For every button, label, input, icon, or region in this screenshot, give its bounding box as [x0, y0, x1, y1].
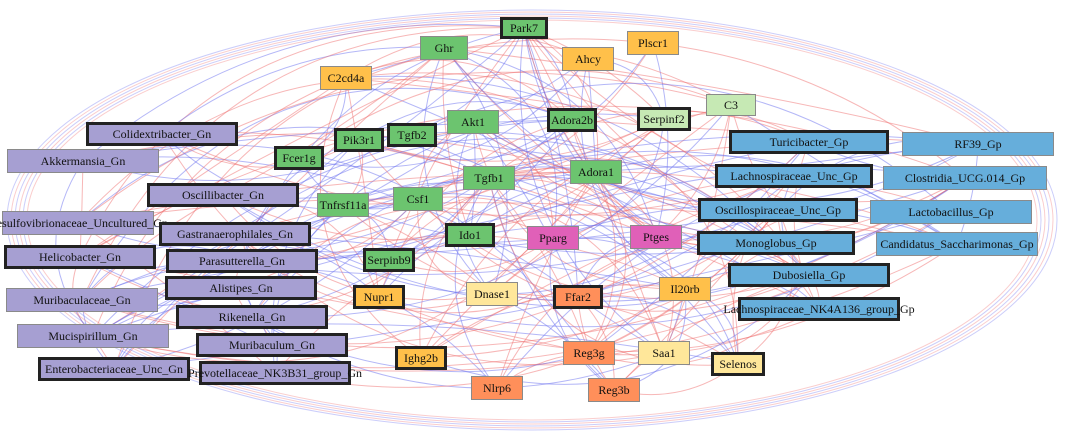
node-fcer1g: Fcer1g	[274, 146, 324, 170]
edge	[234, 138, 777, 244]
edge	[161, 46, 445, 135]
edge	[113, 38, 654, 370]
edge	[552, 237, 739, 365]
edge	[580, 58, 686, 290]
node-colidextribacter: Colidextribacter_Gn	[86, 122, 238, 146]
node-saa1: Saa1	[638, 341, 690, 365]
edge	[358, 27, 525, 141]
edge	[274, 209, 779, 388]
edge	[732, 175, 795, 365]
edge	[358, 101, 573, 141]
node-ptges: Ptges	[630, 225, 682, 249]
node-pparg: Pparg	[527, 226, 579, 250]
node-nlrp6: Nlrp6	[471, 376, 523, 400]
node-rikenella: Rikenella_Gn	[176, 305, 328, 329]
node-serpinf2: Serpinf2	[637, 107, 691, 131]
node-muribaculum: Muribaculum_Gn	[196, 333, 348, 357]
edge	[491, 293, 739, 365]
node-helicobacter: Helicobacter_Gn	[4, 245, 156, 269]
node-ido1: Ido1	[445, 223, 495, 247]
edge	[519, 27, 665, 354]
node-c2cd4a: C2cd4a	[320, 66, 372, 90]
node-turicibacter: Turicibacter_Gp	[729, 130, 889, 154]
node-tnfrsf11a: Tnfrsf11a	[317, 193, 369, 217]
edge	[588, 308, 820, 356]
node-tgfb2: Tgfb2	[387, 123, 437, 147]
node-ghr: Ghr	[420, 36, 468, 60]
edge	[613, 288, 687, 391]
edge	[549, 237, 615, 391]
edge	[588, 171, 627, 354]
node-oscillospiraceae: Oscillospiraceae_Unc_Gp	[698, 198, 858, 222]
edge	[79, 25, 525, 258]
node-pik3r1: Pik3r1	[334, 128, 384, 152]
node-c3: C3	[706, 94, 756, 116]
edge	[443, 47, 979, 145]
node-ahcy: Ahcy	[562, 47, 614, 71]
edge	[79, 160, 84, 258]
edge	[956, 143, 979, 245]
node-enterobacteriaceae: Enterobacteriaceae_Unc_Gn	[38, 357, 190, 381]
node-selenos: Selenos	[711, 352, 765, 376]
edge	[345, 45, 732, 106]
node-monoglobus: Monoglobus_Gp	[697, 231, 855, 255]
edge	[298, 58, 589, 168]
node-nupr1: Nupr1	[353, 285, 405, 309]
edge	[454, 177, 498, 389]
edge	[77, 171, 597, 224]
node-muribaculaceae: Muribaculaceae_Gn	[6, 288, 158, 312]
node-ffar2: Ffar2	[553, 285, 603, 309]
edge	[77, 71, 732, 224]
edge	[422, 47, 493, 295]
edge	[251, 104, 732, 319]
node-prevotellaceae: Prevotellaceae_NK3B31_group_Gn	[188, 361, 362, 385]
edge	[652, 42, 669, 238]
node-park7: Park7	[500, 17, 548, 39]
edge	[595, 171, 674, 354]
node-akt1: Akt1	[447, 110, 499, 134]
node-plscr1: Plscr1	[627, 31, 679, 55]
node-tgfb1: Tgfb1	[463, 166, 515, 190]
edge	[523, 27, 579, 298]
node-adora2b: Adora2b	[547, 108, 597, 132]
node-reg3g: Reg3g	[563, 341, 615, 365]
node-saccharimonas: Candidatus_Saccharimonas_Gp	[876, 232, 1038, 256]
node-oscillibacter: Oscillibacter_Gn	[147, 183, 299, 207]
edge	[161, 133, 360, 168]
edge	[595, 113, 810, 173]
node-rf39: RF39_Gp	[902, 132, 1054, 156]
node-dubosiella: Dubosiella_Gp	[728, 263, 890, 287]
edge	[523, 27, 665, 354]
node-mucispirillum: Mucispirillum_Gn	[17, 324, 169, 348]
edge	[793, 141, 820, 310]
edge	[417, 42, 654, 200]
node-lachnospiraceae-nk4a136: Lachnospiraceae_NK4A136_group_Gp	[723, 297, 915, 321]
node-gastranaerophilales: Gastranaerophilales_Gn	[159, 222, 311, 246]
node-il20rb: Il20rb	[659, 277, 711, 301]
node-dnase1: Dnase1	[466, 282, 518, 306]
node-serpinb9: Serpinb9	[363, 248, 415, 272]
node-reg3b: Reg3b	[588, 378, 640, 402]
edge	[319, 77, 422, 359]
edge	[419, 177, 490, 359]
edge	[455, 121, 493, 295]
node-clostridia: Clostridia_UCG.014_Gp	[883, 166, 1047, 190]
node-lactobacillus: Lactobacillus_Gp	[870, 200, 1032, 224]
edge	[523, 27, 599, 173]
edge	[491, 179, 952, 295]
edge	[82, 23, 525, 162]
node-parasutterella: Parasutterella_Gn	[166, 249, 318, 273]
edge	[358, 118, 665, 162]
node-adora1: Adora1	[570, 160, 622, 184]
node-akkermansia: Akkermansia_Gn	[7, 149, 159, 173]
node-desulfovibrionaceae: Desulfovibrionaceae_Uncultured_Gn	[0, 211, 168, 235]
edge	[652, 42, 966, 179]
node-alistipes: Alistipes_Gn	[165, 276, 317, 300]
node-ighg2b: Ighg2b	[395, 346, 447, 370]
node-csf1: Csf1	[393, 187, 443, 211]
edge	[345, 34, 589, 79]
edge	[378, 211, 952, 328]
node-lachnospiraceae-unc: Lachnospiraceae_Unc_Gp	[715, 164, 873, 188]
